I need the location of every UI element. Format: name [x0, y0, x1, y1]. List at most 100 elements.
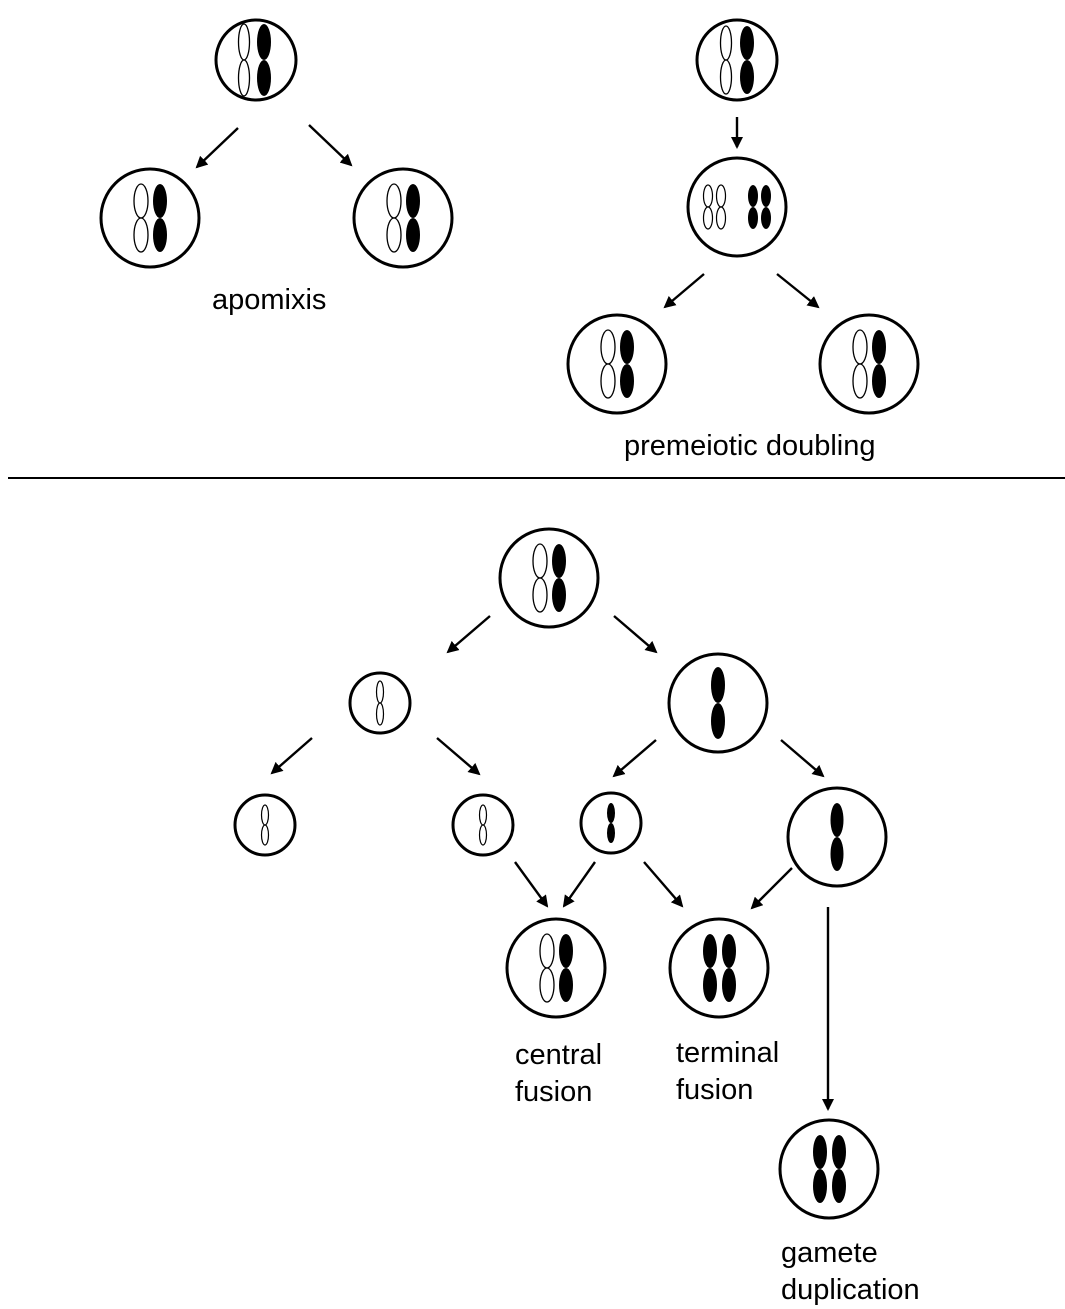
cell-membrane — [498, 527, 600, 629]
arrow — [776, 273, 820, 309]
dark-chromatid — [703, 968, 717, 1002]
light-chromatid — [532, 577, 548, 613]
light-chromatid — [133, 183, 149, 219]
arrow — [750, 867, 793, 910]
dark-chromatid — [257, 60, 271, 96]
light-chromatid — [719, 25, 733, 61]
cell-membrane — [99, 167, 201, 269]
premeiotic-parent-cell — [695, 18, 779, 102]
light-chromatid — [702, 184, 714, 208]
arrow — [663, 273, 705, 309]
light-chromatid — [133, 217, 149, 253]
central-fusion-label: central fusion — [515, 1037, 602, 1111]
arrow — [613, 615, 658, 654]
dark-chromatid — [748, 185, 758, 207]
apomixis-daughter-left-cell — [99, 167, 201, 269]
light-chromatid — [260, 824, 270, 846]
dark-chromatid — [552, 544, 566, 578]
cell-membrane — [818, 313, 920, 415]
terminal-fusion-label-line1: terminal — [676, 1037, 780, 1069]
cell-membrane — [695, 18, 779, 102]
meiosis1-light-cell — [348, 671, 412, 735]
light-chromatid — [600, 329, 616, 365]
dark-chromatid — [153, 218, 167, 252]
gamete-duplication-label-line2: duplication — [781, 1274, 920, 1306]
dark-chromatid — [872, 330, 886, 364]
dark-chromatid — [257, 24, 271, 60]
cell-membrane — [352, 167, 454, 269]
premeiotic-daughter-right-cell — [818, 313, 920, 415]
premeiotic-doubling-label: premeiotic doubling — [624, 430, 876, 462]
dark-chromatid — [722, 968, 736, 1002]
dark-chromatid — [740, 60, 754, 94]
light-chromatid — [260, 804, 270, 826]
light-chromatid — [478, 804, 488, 826]
light-chromatid — [237, 23, 251, 61]
dark-chromatid — [711, 667, 725, 703]
light-chromatid — [386, 217, 402, 253]
light-chromatid — [375, 680, 385, 704]
light-chromatid — [715, 206, 727, 230]
arrow — [780, 739, 825, 778]
arrow — [643, 861, 684, 908]
light-chromatid — [852, 329, 868, 365]
cell-membrane — [566, 313, 668, 415]
dark-chromatid — [761, 185, 771, 207]
arrow — [308, 124, 353, 167]
dark-chromatid — [813, 1169, 827, 1203]
apomixis-daughter-right-cell — [352, 167, 454, 269]
light-chromatid — [386, 183, 402, 219]
apomixis-parent-cell — [214, 18, 298, 102]
arrow — [446, 615, 491, 654]
arrow — [612, 739, 657, 778]
cell-membrane — [686, 156, 788, 258]
cell-membrane — [214, 18, 298, 102]
premeiotic-daughter-left-cell — [566, 313, 668, 415]
terminal-fusion-cell — [668, 917, 770, 1019]
meiosis2-dark-1-cell — [579, 791, 643, 855]
dark-chromatid — [607, 803, 615, 823]
apomixis-label: apomixis — [212, 284, 327, 316]
dark-chromatid — [711, 703, 725, 739]
light-chromatid — [719, 59, 733, 95]
terminal-fusion-label-line2: fusion — [676, 1074, 754, 1106]
dark-chromatid — [722, 934, 736, 968]
cell-membrane — [778, 1118, 880, 1220]
arrow — [270, 737, 313, 775]
arrow — [195, 127, 239, 169]
dark-chromatid — [552, 578, 566, 612]
arrow — [514, 861, 549, 908]
dark-chromatid — [872, 364, 886, 398]
premeiotic-doubled-cell — [686, 156, 788, 258]
light-chromatid — [532, 543, 548, 579]
dark-chromatid — [620, 364, 634, 398]
gamete-duplication-cell — [778, 1118, 880, 1220]
dark-chromatid — [748, 207, 758, 229]
dark-chromatid — [620, 330, 634, 364]
gamete-duplication-label-line1: gamete — [781, 1237, 878, 1269]
central-fusion-label-line2: fusion — [515, 1076, 593, 1108]
dark-chromatid — [153, 184, 167, 218]
light-chromatid — [237, 59, 251, 97]
dark-chromatid — [830, 803, 844, 837]
dark-chromatid — [830, 837, 844, 871]
dark-chromatid — [607, 823, 615, 843]
light-chromatid — [852, 363, 868, 399]
arrow — [436, 737, 481, 776]
arrow — [562, 861, 596, 908]
meiosis2-dark-2-cell — [786, 786, 888, 888]
meiosis2-light-2-cell — [451, 793, 515, 857]
dark-chromatid — [406, 184, 420, 218]
gamete-duplication-label: gamete duplication — [781, 1235, 920, 1309]
light-chromatid — [600, 363, 616, 399]
light-chromatid — [715, 184, 727, 208]
light-chromatid — [375, 702, 385, 726]
meiosis2-light-1-cell — [233, 793, 297, 857]
dark-chromatid — [832, 1135, 846, 1169]
central-fusion-label-line1: central — [515, 1039, 603, 1071]
dark-chromatid — [740, 26, 754, 60]
light-chromatid — [478, 824, 488, 846]
meiosis-parent-cell — [498, 527, 600, 629]
light-chromatid — [539, 933, 555, 969]
